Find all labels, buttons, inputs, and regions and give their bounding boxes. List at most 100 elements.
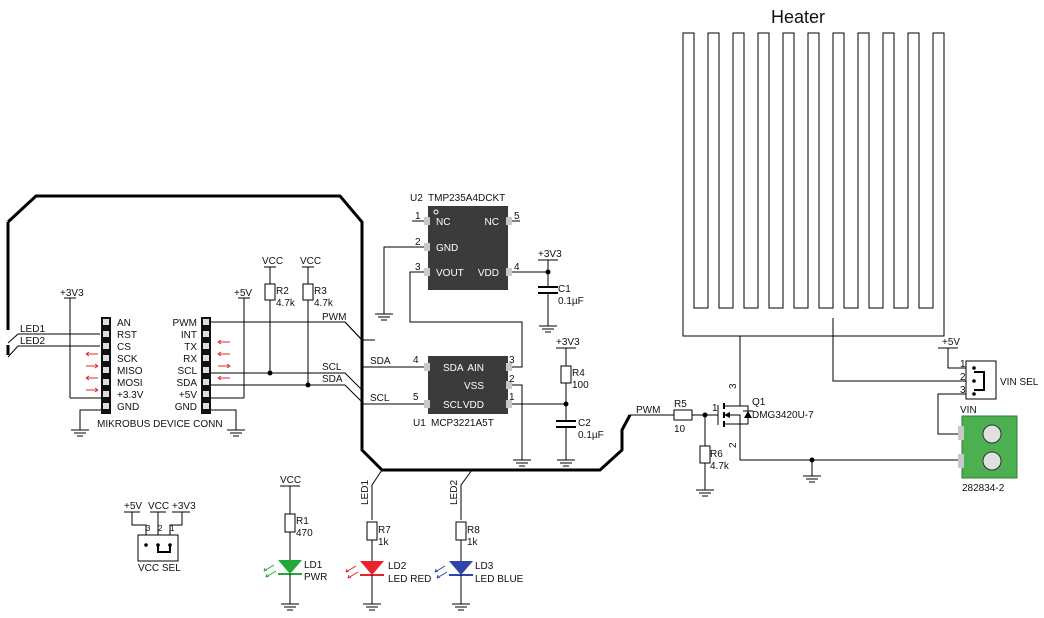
vcc-sel-pin1: 1 (170, 524, 175, 533)
net-scl-label-left: SCL (322, 362, 342, 373)
u2-pin4-num: 4 (514, 262, 520, 273)
u1-pin4-num: 4 (413, 355, 419, 366)
u1-ref: U1 (413, 418, 426, 429)
led2-net-vertical: LED2 (449, 480, 460, 505)
mikrobus-supply-left: +3V3 (60, 288, 84, 299)
r4-ref: R4 (572, 368, 585, 379)
u1-pin-vss: VSS (464, 381, 484, 392)
c2-value: 0.1µF (578, 430, 604, 441)
r2-resistor (264, 283, 276, 301)
r3-supply: VCC (300, 256, 321, 267)
click-board-outline (6, 194, 632, 472)
ld2-label: LED RED (388, 574, 431, 585)
net-sda-label-right: SDA (370, 356, 391, 367)
u1-pin3-num: 3 (509, 355, 515, 366)
heater-to-q1-wire (683, 335, 741, 395)
u1-pin2-num: 2 (509, 374, 515, 385)
q1-ref: Q1 (752, 397, 766, 408)
pin-rst: RST (117, 330, 137, 341)
vcc-sel-supply-5v: +5V (124, 501, 142, 512)
pin-3v3: +3.3V (117, 390, 144, 401)
ld1-led-green (278, 560, 302, 574)
vin-sel-label: VIN SEL (1000, 377, 1039, 388)
r6-resistor (699, 445, 711, 464)
u2-pin5-num: 5 (514, 211, 520, 222)
vin-sel-pin3: 3 (960, 385, 966, 396)
r4-resistor (560, 365, 572, 384)
net-led2-label: LED2 (20, 336, 45, 347)
ld3-ref: LD3 (475, 561, 494, 572)
pin-an: AN (117, 318, 131, 329)
r3-ref: R3 (314, 286, 327, 297)
spi-direction-arrows (85, 351, 99, 393)
r5-value: 10 (674, 424, 686, 435)
u2-ref: U2 (410, 193, 423, 204)
vin-part: 282834-2 (962, 483, 1005, 494)
q1-pin1-num: 1 (712, 403, 718, 414)
net-pwm-label-left: PWM (322, 312, 346, 323)
r6-ref: R6 (710, 449, 723, 460)
heater-trace (682, 32, 945, 337)
r5-resistor (673, 409, 693, 421)
c1-ref: C1 (558, 284, 571, 295)
u2-part: TMP235A4DCKT (428, 193, 505, 204)
c2-ref: C2 (578, 418, 591, 429)
net-scl-label-right: SCL (370, 393, 390, 404)
r4-value: 100 (572, 380, 589, 391)
u2-pin3-num: 3 (415, 262, 421, 273)
u1-part: MCP3221A5T (431, 418, 494, 429)
ld2-ref: LD2 (388, 561, 407, 572)
u1-pin-sda: SDA (443, 363, 464, 374)
net-pwm-label-right: PWM (636, 405, 660, 416)
vcc-sel-supply-3v3: +3V3 (172, 501, 196, 512)
q1-pin3-num: 3 (728, 383, 739, 389)
vcc-sel-pin2: 2 (158, 524, 163, 533)
u1-pin-ain: AIN (467, 363, 484, 374)
pin-gnd-left: GND (117, 402, 139, 413)
r5-ref: R5 (674, 399, 687, 410)
pin-sda: SDA (176, 378, 197, 389)
q1-pin2-num: 2 (728, 442, 739, 448)
ld3-led-blue (449, 561, 473, 575)
mikrobus-left-header (101, 317, 111, 414)
ld2-led-red (360, 561, 384, 575)
u1-pin1-num: 1 (509, 392, 515, 403)
r2-supply: VCC (262, 256, 283, 267)
pin-cs: CS (117, 342, 131, 353)
c1-supply: +3V3 (538, 249, 562, 260)
u2-pin-vout: VOUT (436, 268, 464, 279)
r3-value: 4.7k (314, 298, 334, 309)
r7-ref: R7 (378, 525, 391, 536)
r7-resistor (366, 521, 378, 541)
vin-sel-jumper[interactable] (965, 360, 997, 400)
led1-net-vertical: LED1 (360, 480, 371, 505)
u2-chip (428, 206, 508, 290)
r2-value: 4.7k (276, 298, 296, 309)
pin-rx: RX (183, 354, 197, 365)
q1-part: DMG3420U-7 (752, 410, 814, 421)
r2-ref: R2 (276, 286, 289, 297)
pin-scl: SCL (178, 366, 198, 377)
r8-ref: R8 (467, 525, 480, 536)
r1-ref: R1 (296, 516, 309, 527)
vcc-sel-label: VCC SEL (138, 563, 181, 574)
heater-title: Heater (771, 7, 825, 27)
u1-pin-scl: SCL (443, 400, 463, 411)
pin-5v: +5V (179, 390, 197, 401)
vin-sel-pin2: 2 (960, 372, 966, 383)
r7-value: 1k (378, 537, 390, 548)
mikrobus-left-pin-labels: AN RST CS SCK MISO MOSI +3.3V GND (117, 318, 144, 413)
vin-sel-supply: +5V (942, 337, 960, 348)
r1-resistor (284, 513, 296, 533)
pin-sck: SCK (117, 354, 138, 365)
ld1-label: PWR (304, 572, 327, 583)
u1-chip (428, 356, 508, 414)
net-led1-label: LED1 (20, 324, 45, 335)
heater-to-vinsel-wire (832, 318, 966, 382)
u2-pin-vdd: VDD (478, 268, 499, 279)
pin-miso: MISO (117, 366, 143, 377)
u2-pin1-num: 1 (415, 211, 421, 222)
mikrobus-right-pin-labels: PWM INT TX RX SCL SDA +5V GND (173, 318, 198, 413)
u1-pin-vdd: VDD (463, 400, 484, 411)
